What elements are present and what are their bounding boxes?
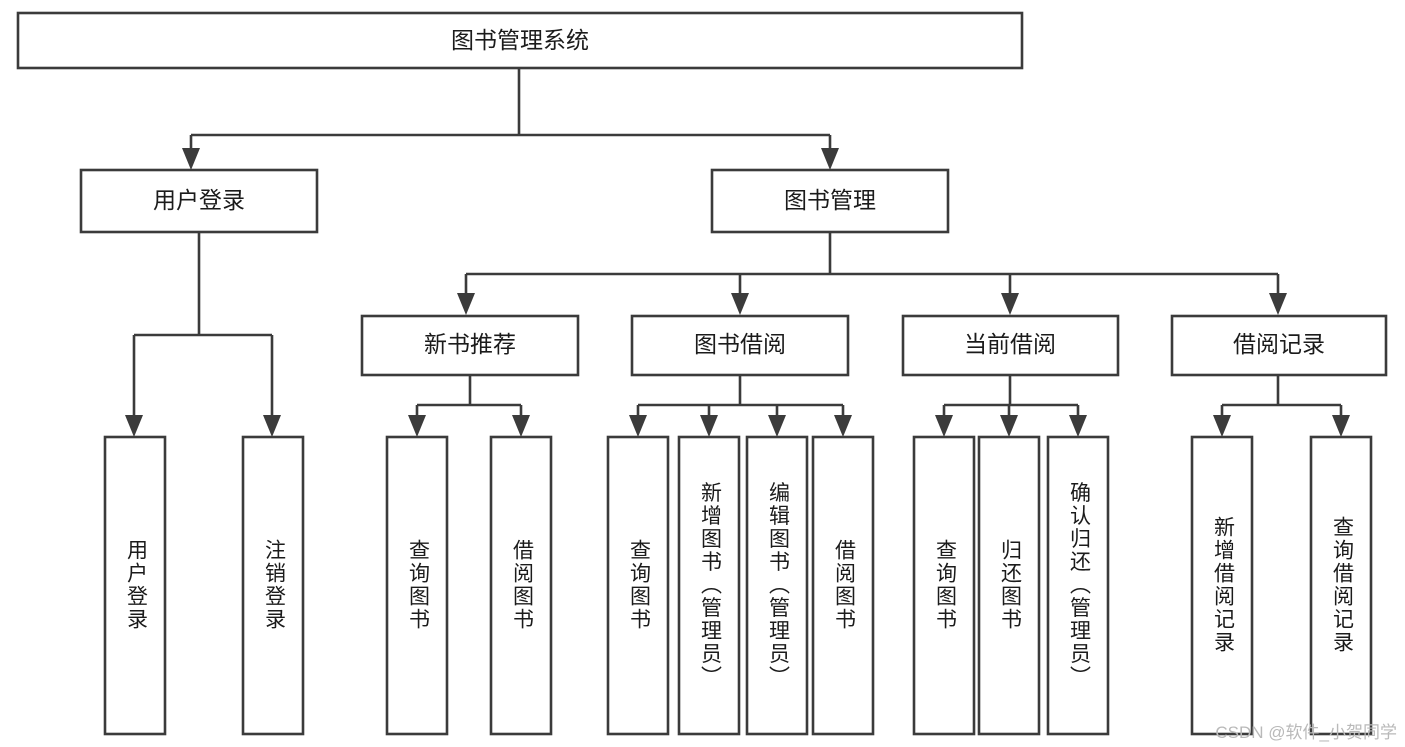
- leaf-label: 用户登录: [124, 539, 148, 631]
- node-root-system[interactable]: 图书管理系统: [16, 11, 1024, 70]
- arrow-head-icon: [1069, 415, 1087, 437]
- arrow-head-icon: [821, 148, 839, 170]
- connector-root-to-level2: [182, 68, 839, 170]
- leaf-user-login-signin[interactable]: 用户登录: [103, 435, 167, 736]
- leaf-label: 查询图书: [933, 539, 957, 631]
- arrow-head-icon: [629, 415, 647, 437]
- arrow-head-icon: [1213, 415, 1231, 437]
- arrow-head-icon: [512, 415, 530, 437]
- node-book-management[interactable]: 图书管理: [710, 168, 950, 234]
- node-root-box: [16, 11, 1024, 70]
- leaf-label: 新增图书（管理员）: [698, 482, 722, 689]
- leaf-box: [1046, 435, 1110, 736]
- arrow-head-icon: [768, 415, 786, 437]
- leaf-box: [385, 435, 449, 736]
- arrow-head-icon: [182, 148, 200, 170]
- leaf-label: 编辑图书（管理员）: [766, 482, 790, 689]
- leaf-box: [606, 435, 670, 736]
- arrow-head-icon: [263, 415, 281, 437]
- leaf-box: [241, 435, 305, 736]
- leaf-label: 借阅图书: [510, 539, 534, 631]
- leaf-current-return[interactable]: 归还图书: [977, 435, 1041, 736]
- node-new-book-recommend-box: [360, 314, 580, 377]
- arrow-head-icon: [1000, 415, 1018, 437]
- node-root-label: 图书管理系统: [451, 27, 589, 53]
- leaf-label: 注销登录: [262, 539, 286, 631]
- node-book-borrow-box: [630, 314, 850, 377]
- leaf-box: [677, 435, 741, 736]
- node-borrow-records-box: [1170, 314, 1388, 377]
- leaf-records-add[interactable]: 新增借阅记录: [1190, 435, 1254, 736]
- connector-records-to-leaves: [1213, 375, 1350, 437]
- connector-bookmgmt-to-level3: [457, 232, 1287, 315]
- connector-current-to-leaves: [935, 375, 1087, 437]
- node-current-borrow-box: [901, 314, 1120, 377]
- connector-newbooks-to-leaves: [408, 375, 530, 437]
- leaf-current-query[interactable]: 查询图书: [912, 435, 976, 736]
- node-book-management-box: [710, 168, 950, 234]
- node-book-borrow-label: 图书借阅: [694, 331, 786, 357]
- arrow-head-icon: [457, 293, 475, 315]
- node-user-login-label: 用户登录: [153, 187, 245, 213]
- arrow-head-icon: [408, 415, 426, 437]
- leaf-label: 查询借阅记录: [1330, 516, 1354, 654]
- connector-userlogin-to-leaves: [125, 232, 281, 437]
- leaf-user-login-signout[interactable]: 注销登录: [241, 435, 305, 736]
- leaf-box: [811, 435, 875, 736]
- leaf-label: 借阅图书: [832, 539, 856, 631]
- node-user-login-box: [79, 168, 319, 234]
- arrow-head-icon: [1001, 293, 1019, 315]
- leaf-box: [977, 435, 1041, 736]
- node-new-book-recommend[interactable]: 新书推荐: [360, 314, 580, 377]
- leaf-label: 查询图书: [627, 539, 651, 631]
- leaf-label: 归还图书: [998, 539, 1022, 631]
- node-current-borrow[interactable]: 当前借阅: [901, 314, 1120, 377]
- node-borrow-records[interactable]: 借阅记录: [1170, 314, 1388, 377]
- arrow-head-icon: [700, 415, 718, 437]
- leaf-label: 新增借阅记录: [1211, 516, 1235, 654]
- leaf-borrow-borrow-book[interactable]: 借阅图书: [811, 435, 875, 736]
- arrow-head-icon: [834, 415, 852, 437]
- leaf-borrow-add-book-admin[interactable]: 新增图书（管理员）: [677, 435, 741, 736]
- node-book-management-label: 图书管理: [784, 187, 876, 213]
- node-new-book-recommend-label: 新书推荐: [424, 331, 516, 357]
- connector-borrow-to-leaves: [629, 375, 852, 437]
- leaf-new-books-query[interactable]: 查询图书: [385, 435, 449, 736]
- leaf-label: 确认归还（管理员）: [1067, 482, 1091, 689]
- node-book-borrow[interactable]: 图书借阅: [630, 314, 850, 377]
- arrow-head-icon: [1269, 293, 1287, 315]
- leaf-records-query[interactable]: 查询借阅记录: [1309, 435, 1373, 736]
- node-borrow-records-label: 借阅记录: [1233, 331, 1325, 357]
- leaf-new-books-borrow[interactable]: 借阅图书: [489, 435, 553, 736]
- leaf-box: [745, 435, 809, 736]
- leaf-box: [912, 435, 976, 736]
- leaf-borrow-edit-book-admin[interactable]: 编辑图书（管理员）: [745, 435, 809, 736]
- csdn-watermark: CSDN @软件_小贺同学: [1215, 723, 1397, 742]
- node-user-login[interactable]: 用户登录: [79, 168, 319, 234]
- leaf-current-confirm-return-admin[interactable]: 确认归还（管理员）: [1046, 435, 1110, 736]
- leaf-box: [1309, 435, 1373, 736]
- leaf-box: [1190, 435, 1254, 736]
- leaf-borrow-query[interactable]: 查询图书: [606, 435, 670, 736]
- leaf-label: 查询图书: [406, 539, 430, 631]
- arrow-head-icon: [935, 415, 953, 437]
- arrow-head-icon: [1332, 415, 1350, 437]
- node-current-borrow-label: 当前借阅: [964, 331, 1056, 357]
- arrow-head-icon: [731, 293, 749, 315]
- leaf-box: [103, 435, 167, 736]
- arrow-head-icon: [125, 415, 143, 437]
- leaf-box: [489, 435, 553, 736]
